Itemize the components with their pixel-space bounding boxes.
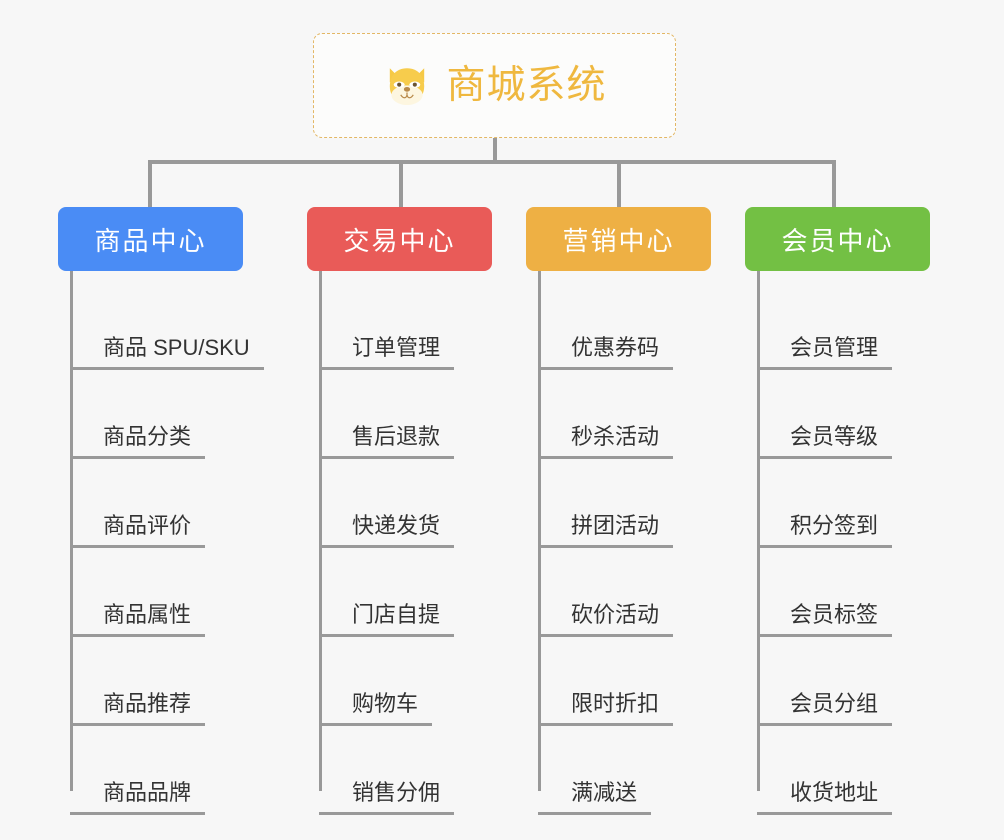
connector-drop-1 (399, 160, 403, 208)
category-header-trade[interactable]: 交易中心 (307, 207, 492, 271)
list-item[interactable]: 优惠券码 (538, 281, 746, 370)
list-item[interactable]: 秒杀活动 (538, 370, 746, 459)
list-item[interactable]: 砍价活动 (538, 548, 746, 637)
leaf-trunk (70, 271, 73, 791)
list-item[interactable]: 会员管理 (757, 281, 965, 370)
leaf-trunk (757, 271, 760, 791)
category-header-marketing[interactable]: 营销中心 (526, 207, 711, 271)
list-item[interactable]: 拼团活动 (538, 459, 746, 548)
leaf-list-product: 商品 SPU/SKU 商品分类 商品评价 商品属性 商品推荐 商品品牌 (58, 271, 308, 815)
list-item[interactable]: 商品 SPU/SKU (70, 281, 308, 370)
leaf-label: 收货地址 (757, 779, 893, 815)
list-item[interactable]: 积分签到 (757, 459, 965, 548)
leaf-label: 订单管理 (319, 334, 455, 370)
list-item[interactable]: 会员分组 (757, 637, 965, 726)
leaf-trunk (319, 271, 322, 791)
leaf-label: 拼团活动 (538, 512, 674, 548)
leaf-label: 优惠券码 (538, 334, 674, 370)
leaf-label: 会员等级 (757, 423, 893, 459)
leaf-label: 商品属性 (70, 601, 206, 637)
connector-drop-0 (148, 160, 152, 208)
list-item[interactable]: 订单管理 (319, 281, 527, 370)
list-item[interactable]: 快递发货 (319, 459, 527, 548)
category-label: 商品中心 (94, 225, 207, 256)
leaf-label: 门店自提 (319, 601, 455, 637)
leaf-label: 秒杀活动 (538, 423, 674, 459)
leaf-label: 商品评价 (70, 512, 206, 548)
leaf-label: 销售分佣 (319, 779, 455, 815)
category-column-product: 商品中心 商品 SPU/SKU 商品分类 商品评价 商品属性 商品推荐 商品品牌 (58, 207, 308, 815)
category-column-marketing: 营销中心 优惠券码 秒杀活动 拼团活动 砍价活动 限时折扣 满减送 (526, 207, 746, 815)
list-item[interactable]: 销售分佣 (319, 726, 527, 815)
leaf-label: 砍价活动 (538, 601, 674, 637)
leaf-label: 售后退款 (319, 423, 455, 459)
leaf-list-member: 会员管理 会员等级 积分签到 会员标签 会员分组 收货地址 (745, 271, 965, 815)
list-item[interactable]: 商品品牌 (70, 726, 308, 815)
category-label: 营销中心 (562, 225, 675, 256)
list-item[interactable]: 商品推荐 (70, 637, 308, 726)
list-item[interactable]: 商品分类 (70, 370, 308, 459)
list-item[interactable]: 会员等级 (757, 370, 965, 459)
leaf-label: 会员标签 (757, 601, 893, 637)
leaf-label: 积分签到 (757, 512, 893, 548)
leaf-label: 商品分类 (70, 423, 206, 459)
root-node[interactable]: 商城系统 (313, 33, 676, 138)
list-item[interactable]: 购物车 (319, 637, 527, 726)
leaf-list-marketing: 优惠券码 秒杀活动 拼团活动 砍价活动 限时折扣 满减送 (526, 271, 746, 815)
list-item[interactable]: 商品评价 (70, 459, 308, 548)
category-label: 交易中心 (343, 225, 456, 256)
leaf-label: 商品品牌 (70, 779, 206, 815)
category-header-product[interactable]: 商品中心 (58, 207, 243, 271)
list-item[interactable]: 商品属性 (70, 548, 308, 637)
leaf-label: 满减送 (538, 779, 652, 815)
leaf-label: 商品 SPU/SKU (70, 334, 264, 370)
dog-face-icon (390, 67, 425, 105)
connector-drop-2 (617, 160, 621, 208)
leaf-label: 商品推荐 (70, 690, 206, 726)
connector-bus (148, 160, 836, 164)
connector-drop-3 (832, 160, 836, 208)
leaf-label: 会员管理 (757, 334, 893, 370)
leaf-list-trade: 订单管理 售后退款 快递发货 门店自提 购物车 销售分佣 (307, 271, 527, 815)
list-item[interactable]: 门店自提 (319, 548, 527, 637)
category-column-trade: 交易中心 订单管理 售后退款 快递发货 门店自提 购物车 销售分佣 (307, 207, 527, 815)
leaf-label: 购物车 (319, 690, 433, 726)
connector-root-stem (493, 138, 497, 163)
leaf-label: 限时折扣 (538, 690, 674, 726)
list-item[interactable]: 满减送 (538, 726, 746, 815)
list-item[interactable]: 售后退款 (319, 370, 527, 459)
leaf-label: 快递发货 (319, 512, 455, 548)
root-title: 商城系统 (446, 64, 607, 107)
category-label: 会员中心 (781, 225, 894, 256)
leaf-label: 会员分组 (757, 690, 893, 726)
list-item[interactable]: 限时折扣 (538, 637, 746, 726)
category-header-member[interactable]: 会员中心 (745, 207, 930, 271)
leaf-trunk (538, 271, 541, 791)
list-item[interactable]: 会员标签 (757, 548, 965, 637)
category-column-member: 会员中心 会员管理 会员等级 积分签到 会员标签 会员分组 收货地址 (745, 207, 965, 815)
list-item[interactable]: 收货地址 (757, 726, 965, 815)
